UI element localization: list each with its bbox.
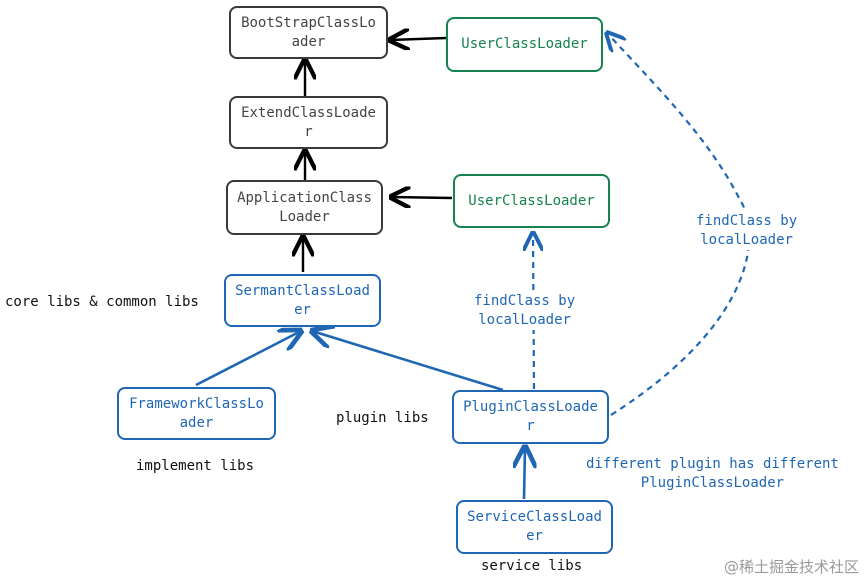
edge-usermid-to-application bbox=[391, 197, 453, 198]
user-classloader-top-node: UserClassLoader bbox=[446, 17, 603, 72]
plugin-libs-label: plugin libs bbox=[336, 410, 429, 426]
findclass-right-label: findClass by localLoader bbox=[696, 212, 798, 250]
findclass-mid-label: findClass by localLoader bbox=[474, 292, 576, 330]
bootstrap-classloader-node: BootStrapClassLo ader bbox=[229, 6, 388, 59]
edge-usertop-to-bootstrap bbox=[390, 38, 447, 40]
extend-classloader-node: ExtendClassLoade r bbox=[229, 96, 388, 149]
implement-libs-label: implement libs bbox=[136, 458, 255, 474]
application-classloader-node: ApplicationClass Loader bbox=[226, 180, 383, 235]
user-classloader-mid-node: UserClassLoader bbox=[453, 174, 610, 228]
edge-plugin-to-usertop-dashed bbox=[607, 33, 751, 416]
sermant-classloader-node: SermantClassLoad er bbox=[224, 274, 381, 327]
watermark: @稀土掘金技术社区 bbox=[723, 558, 859, 576]
service-libs-label: service libs bbox=[481, 558, 583, 574]
plugin-classloader-node: PluginClassLoade r bbox=[452, 390, 609, 444]
edge-plugin-to-sermant bbox=[312, 331, 504, 392]
different-plugin-label: different plugin has different PluginCla… bbox=[586, 456, 839, 491]
framework-classloader-node: FrameworkClassLo ader bbox=[117, 387, 276, 440]
edge-framework-to-sermant bbox=[195, 331, 301, 387]
edge-service-to-plugin bbox=[524, 447, 525, 500]
service-classloader-node: ServiceClassLoad er bbox=[456, 500, 613, 554]
core-libs-label: core libs & common libs bbox=[5, 294, 199, 310]
